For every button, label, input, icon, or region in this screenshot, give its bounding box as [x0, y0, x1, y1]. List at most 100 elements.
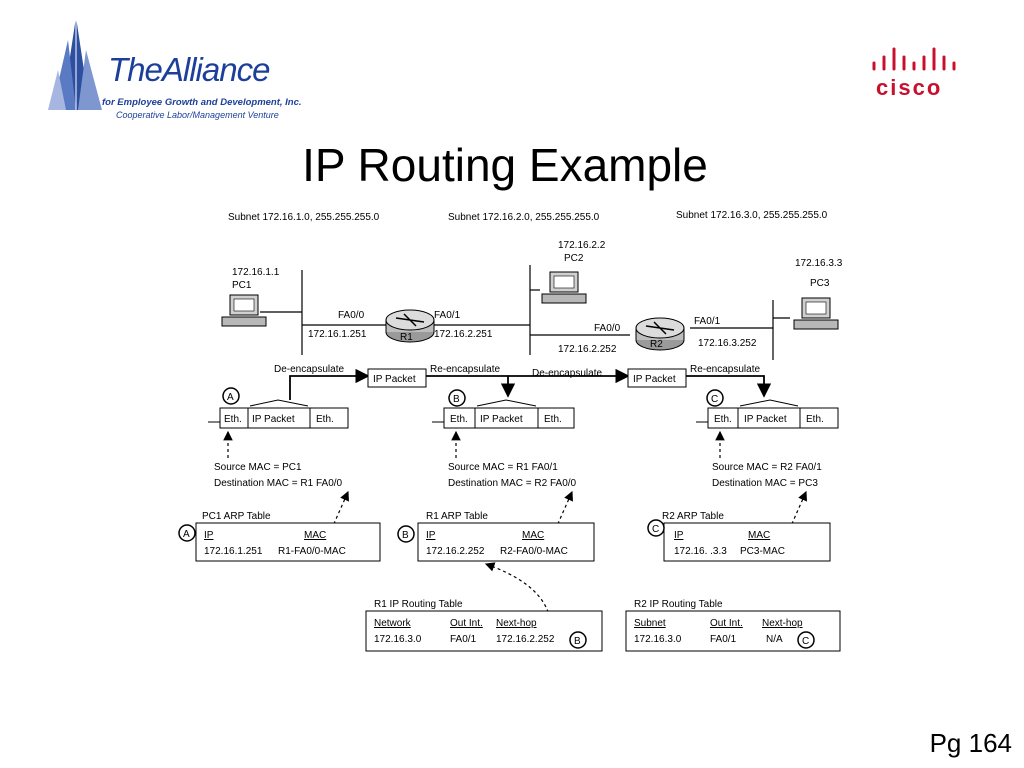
r1-ip-right: 172.16.2.251 [434, 329, 493, 340]
routing-table-2-title: R2 IP Routing Table [634, 599, 723, 610]
marker-c-routing [797, 631, 815, 649]
marker-a-arp-label: A [183, 529, 190, 540]
arp-table-1-ip: 172.16.1.251 [204, 546, 263, 557]
r1-if-left: FA0/0 [338, 310, 365, 321]
alliance-tagline: for Employee Growth and Development, Inc… [102, 97, 302, 108]
alliance-subtitle: Cooperative Labor/Management Venture [116, 110, 279, 120]
arp-table-2-ip: 172.16.2.252 [426, 546, 485, 557]
routing-table-2-hop: N/A [766, 634, 783, 645]
routing-table-2-col2: Out Int. [710, 618, 743, 629]
r2-ip-right: 172.16.3.252 [698, 338, 757, 349]
routing-table-2-net: 172.16.3.0 [634, 634, 682, 645]
de-encapsulate-label-1: De-encapsulate [274, 364, 344, 375]
routing-table-1-out: FA0/1 [450, 634, 477, 645]
router-r1-icon [385, 309, 435, 343]
re-encapsulate-label-1: Re-encapsulate [430, 364, 500, 375]
pc1-ip: 172.16.1.1 [232, 267, 280, 278]
marker-b-routing-label: B [574, 636, 581, 647]
frame-c [696, 399, 839, 429]
routing-table-1 [365, 610, 603, 652]
frame-b-eth-head: Eth. [450, 414, 468, 425]
arp-table-3-mac: PC3-MAC [740, 546, 785, 557]
arp-table-1-col-ip: IP [204, 530, 214, 541]
marker-b-arp-label: B [402, 530, 409, 541]
routing-table-2-col1: Subnet [634, 618, 666, 629]
frame-c-eth-head: Eth. [714, 414, 732, 425]
arp-table-1-col-mac: MAC [304, 530, 326, 541]
r1-if-right: FA0/1 [434, 310, 461, 321]
frame-c-payload: IP Packet [744, 414, 787, 425]
arp-table-2-col-mac: MAC [522, 530, 544, 541]
frame-b-payload: IP Packet [480, 414, 523, 425]
arp-table-3-col-ip: IP [674, 530, 684, 541]
subnet-label-3: Subnet 172.16.3.0, 255.255.255.0 [676, 210, 828, 221]
mac-dest-2: Destination MAC = R2 FA0/0 [448, 478, 577, 489]
marker-b-frame-label: B [453, 394, 460, 405]
routing-diagram: Subnet 172.16.1.0, 255.255.255.0 Subnet … [190, 210, 843, 652]
pc3-name: PC3 [810, 278, 830, 289]
marker-c-arp [647, 519, 665, 537]
r2-ip-left: 172.16.2.252 [558, 344, 617, 355]
marker-b-frame [448, 389, 466, 407]
routing-table-1-col2: Out Int. [450, 618, 483, 629]
frame-a [208, 399, 349, 429]
alliance-spire-icon [48, 17, 102, 110]
alliance-name: TheAlliance [108, 51, 270, 88]
routing-table-1-net: 172.16.3.0 [374, 634, 422, 645]
marker-b-arp [397, 525, 415, 543]
pc1-name: PC1 [232, 280, 252, 291]
ip-packet-box-2 [627, 368, 687, 388]
mac-source-3: Source MAC = R2 FA0/1 [712, 462, 822, 473]
r2-if-left: FA0/0 [594, 323, 621, 334]
frame-a-eth-head: Eth. [224, 414, 242, 425]
pc3-computer-icon [793, 297, 839, 330]
subnet-label-1: Subnet 172.16.1.0, 255.255.255.0 [228, 212, 380, 223]
marker-a-frame-label: A [227, 392, 234, 403]
marker-c-arp-label: C [652, 524, 659, 535]
r1-name: R1 [400, 332, 413, 343]
arp-table-1-mac: R1-FA0/0-MAC [278, 546, 346, 557]
routing-table-1-col3: Next-hop [496, 618, 537, 629]
routing-table-1-title: R1 IP Routing Table [374, 599, 463, 610]
arp-table-2 [417, 522, 595, 562]
alliance-logo: TheAlliance for Employee Growth and Deve… [46, 15, 316, 125]
frame-b [432, 399, 575, 429]
arp-table-3-col-mac: MAC [748, 530, 770, 541]
routing-table-2-out: FA0/1 [710, 634, 737, 645]
pc2-ip: 172.16.2.2 [558, 240, 606, 251]
mac-source-2: Source MAC = R1 FA0/1 [448, 462, 558, 473]
marker-a-arp-outer: A [178, 524, 196, 542]
marker-b-routing [569, 631, 587, 649]
mac-dest-1: Destination MAC = R1 FA0/0 [214, 478, 343, 489]
arp-table-3-title: R2 ARP Table [662, 511, 724, 522]
mac-source-1: Source MAC = PC1 [214, 462, 302, 473]
de-encapsulate-label-2: De-encapsulate [532, 368, 602, 379]
pc2-computer-icon [541, 271, 587, 304]
frame-a-payload: IP Packet [252, 414, 295, 425]
cisco-name: cisco [876, 75, 943, 100]
ip-packet-label-1: IP Packet [373, 374, 416, 385]
ip-packet-box-1 [367, 368, 427, 388]
cisco-bars-icon [872, 47, 956, 71]
routing-table-1-col1: Network [374, 618, 412, 629]
subnet-label-2: Subnet 172.16.2.0, 255.255.255.0 [448, 212, 600, 223]
r2-if-right: FA0/1 [694, 316, 721, 327]
page-title: IP Routing Example [302, 139, 708, 191]
r2-name: R2 [650, 339, 663, 350]
arp-table-3-ip: 172.16. .3.3 [674, 546, 727, 557]
pc3-ip: 172.16.3.3 [795, 258, 843, 269]
re-encapsulate-label-2: Re-encapsulate [690, 364, 760, 375]
routing-table-1-hop: 172.16.2.252 [496, 634, 555, 645]
frame-b-eth-tail: Eth. [544, 414, 562, 425]
arp-table-2-col-ip: IP [426, 530, 436, 541]
router-r2-icon [635, 317, 685, 351]
pc1-computer-icon [221, 294, 267, 327]
mac-dest-3: Destination MAC = PC3 [712, 478, 818, 489]
pc2-name: PC2 [564, 253, 584, 264]
arp-table-1 [195, 522, 381, 562]
routing-table-2-col3: Next-hop [762, 618, 803, 629]
marker-a-frame [222, 387, 240, 405]
arp-table-2-mac: R2-FA0/0-MAC [500, 546, 568, 557]
frame-c-eth-tail: Eth. [806, 414, 824, 425]
frame-a-eth-tail: Eth. [316, 414, 334, 425]
